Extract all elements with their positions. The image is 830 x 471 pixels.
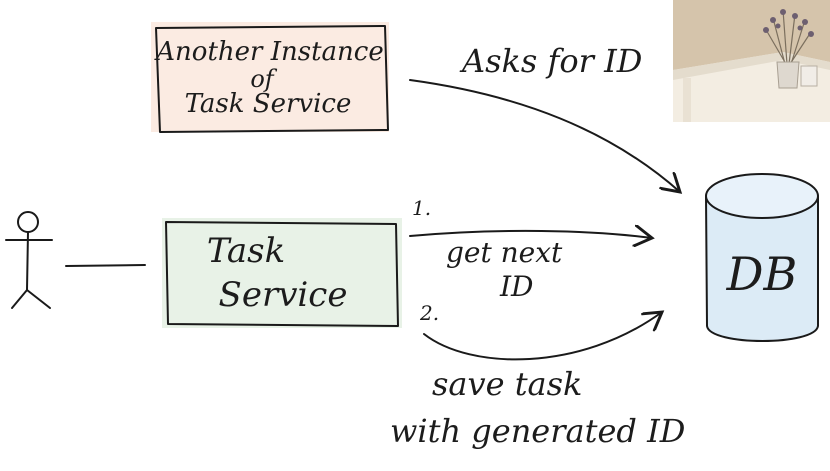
- save-task-line-1: save task: [432, 365, 582, 403]
- save-task-line-2: with generated ID: [390, 412, 685, 450]
- webcam-photo: [673, 0, 830, 122]
- get-next-id-line-1: get next: [446, 236, 563, 269]
- task-service-box: Task Service: [162, 218, 402, 328]
- task-service-line-2: Service: [219, 275, 348, 315]
- get-next-id-arrow: [409, 231, 652, 238]
- another-instance-line-2: of: [250, 65, 277, 93]
- save-task-arrow: [423, 312, 662, 361]
- asks-for-id-label: Asks for ID: [459, 42, 642, 80]
- step-2-number: 2.: [419, 301, 439, 325]
- task-service-line-1: Task: [207, 231, 285, 271]
- db-label: DB: [726, 247, 798, 301]
- user-actor-icon: [5, 211, 53, 309]
- get-next-id-line-2: ID: [499, 270, 534, 303]
- webcam-inset: [673, 0, 830, 122]
- another-instance-line-3: Task Service: [185, 89, 352, 119]
- user-connector-line: [65, 264, 146, 267]
- asks-for-id-arrow: [409, 79, 680, 192]
- database-cylinder: DB: [705, 173, 819, 342]
- step-1-number: 1.: [412, 196, 431, 220]
- another-instance-box: Another Instance of Task Service: [151, 22, 389, 133]
- another-instance-line-1: Another Instance: [154, 37, 383, 67]
